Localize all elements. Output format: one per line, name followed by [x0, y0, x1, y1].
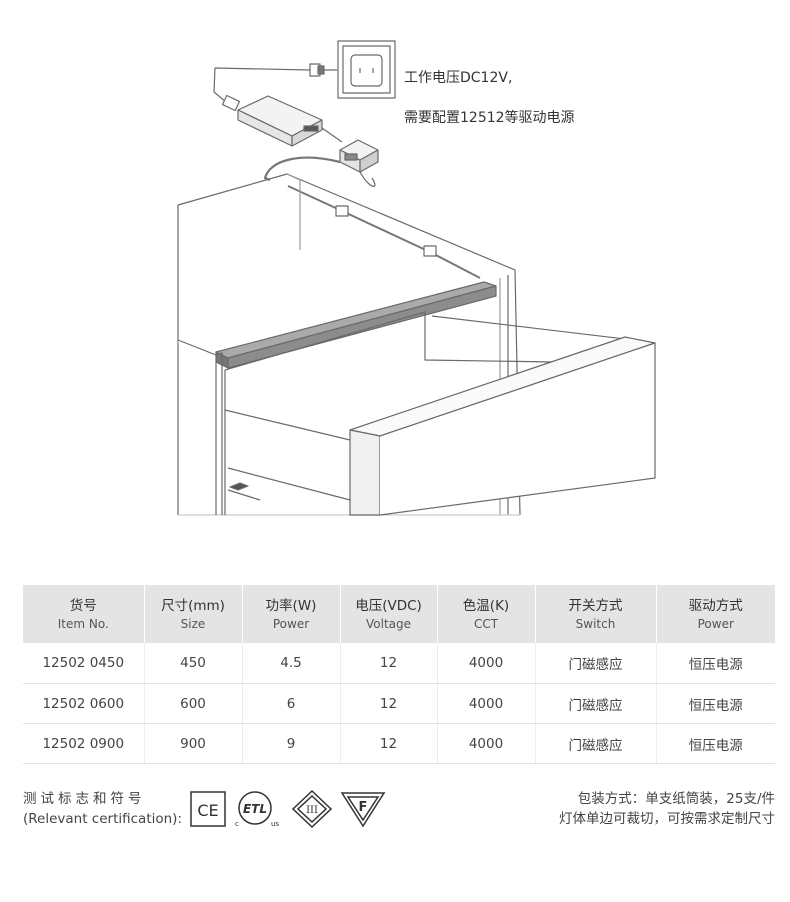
cell-voltage: 12: [340, 723, 438, 764]
svg-text:us: us: [271, 820, 279, 828]
cell-driver: 恒压电源: [656, 723, 775, 764]
certification-label-en: (Relevant certification):: [23, 811, 183, 827]
etl-mark-icon: ETL c us: [235, 791, 279, 828]
led-light-bar: [215, 281, 497, 369]
note-line-1: 工作电压DC12V,: [404, 70, 513, 86]
cell-driver: 恒压电源: [656, 683, 775, 724]
svg-text:c: c: [235, 820, 239, 828]
svg-text:III: III: [306, 805, 318, 816]
cell-size: 600: [144, 683, 243, 724]
cell-driver: 恒压电源: [656, 643, 775, 684]
certification-label-zh: 测试标志和符号: [23, 791, 146, 807]
cell-voltage: 12: [340, 683, 438, 724]
sensor-controller-icon: [339, 139, 379, 173]
cell-switch: 门磁感应: [535, 643, 657, 684]
header-power: 功率(W)Power: [242, 585, 341, 643]
cell-cct: 4000: [437, 723, 536, 764]
table-row: 12502 0600 600 6 12 4000 门磁感应 恒压电源: [23, 683, 775, 724]
ce-mark-icon: CE: [190, 791, 226, 827]
cell-size: 900: [144, 723, 243, 764]
header-size: 尺寸(mm)Size: [144, 585, 243, 643]
wall-socket-icon: [337, 40, 396, 99]
f-mark-icon: F: [340, 792, 386, 828]
class-iii-icon: III: [291, 789, 333, 829]
cell-size: 450: [144, 643, 243, 684]
power-adapter-icon: [237, 95, 323, 147]
cell-power: 6: [242, 683, 341, 724]
cell-switch: 门磁感应: [535, 723, 657, 764]
cell-cct: 4000: [437, 643, 536, 684]
certification-marks: CE ETL c us III F: [190, 789, 386, 829]
packaging-info: 包装方式：单支纸筒装，25支/件 灯体单边可裁切，可按需求定制尺寸: [559, 789, 775, 829]
cell-switch: 门磁感应: [535, 683, 657, 724]
cell-power: 4.5: [242, 643, 341, 684]
drawer: [177, 311, 656, 516]
svg-text:ETL: ETL: [243, 802, 267, 816]
svg-text:F: F: [359, 800, 368, 815]
cell-power: 9: [242, 723, 341, 764]
cell-voltage: 12: [340, 643, 438, 684]
packaging-line-1: 包装方式：单支纸筒装，25支/件: [577, 791, 775, 807]
header-voltage: 电压(VDC)Voltage: [340, 585, 438, 643]
product-illustration: [177, 40, 656, 516]
cell-cct: 4000: [437, 683, 536, 724]
cell-item-no: 12502 0450: [23, 643, 145, 684]
header-cct: 色温(K)CCT: [437, 585, 536, 643]
cell-item-no: 12502 0600: [23, 683, 145, 724]
packaging-line-2: 灯体单边可裁切，可按需求定制尺寸: [559, 811, 775, 827]
certification-label: 测试标志和符号 (Relevant certification):: [23, 789, 182, 829]
table-row: 12502 0450 450 4.5 12 4000 门磁感应 恒压电源: [23, 643, 775, 684]
note-line-2: 需要配置12512等驱动电源: [404, 110, 575, 126]
svg-text:CE: CE: [197, 801, 218, 820]
table-row: 12502 0900 900 9 12 4000 门磁感应 恒压电源: [23, 723, 775, 764]
cell-item-no: 12502 0900: [23, 723, 145, 764]
operating-voltage-note: 工作电压DC12V, 需要配置12512等驱动电源: [404, 48, 575, 128]
